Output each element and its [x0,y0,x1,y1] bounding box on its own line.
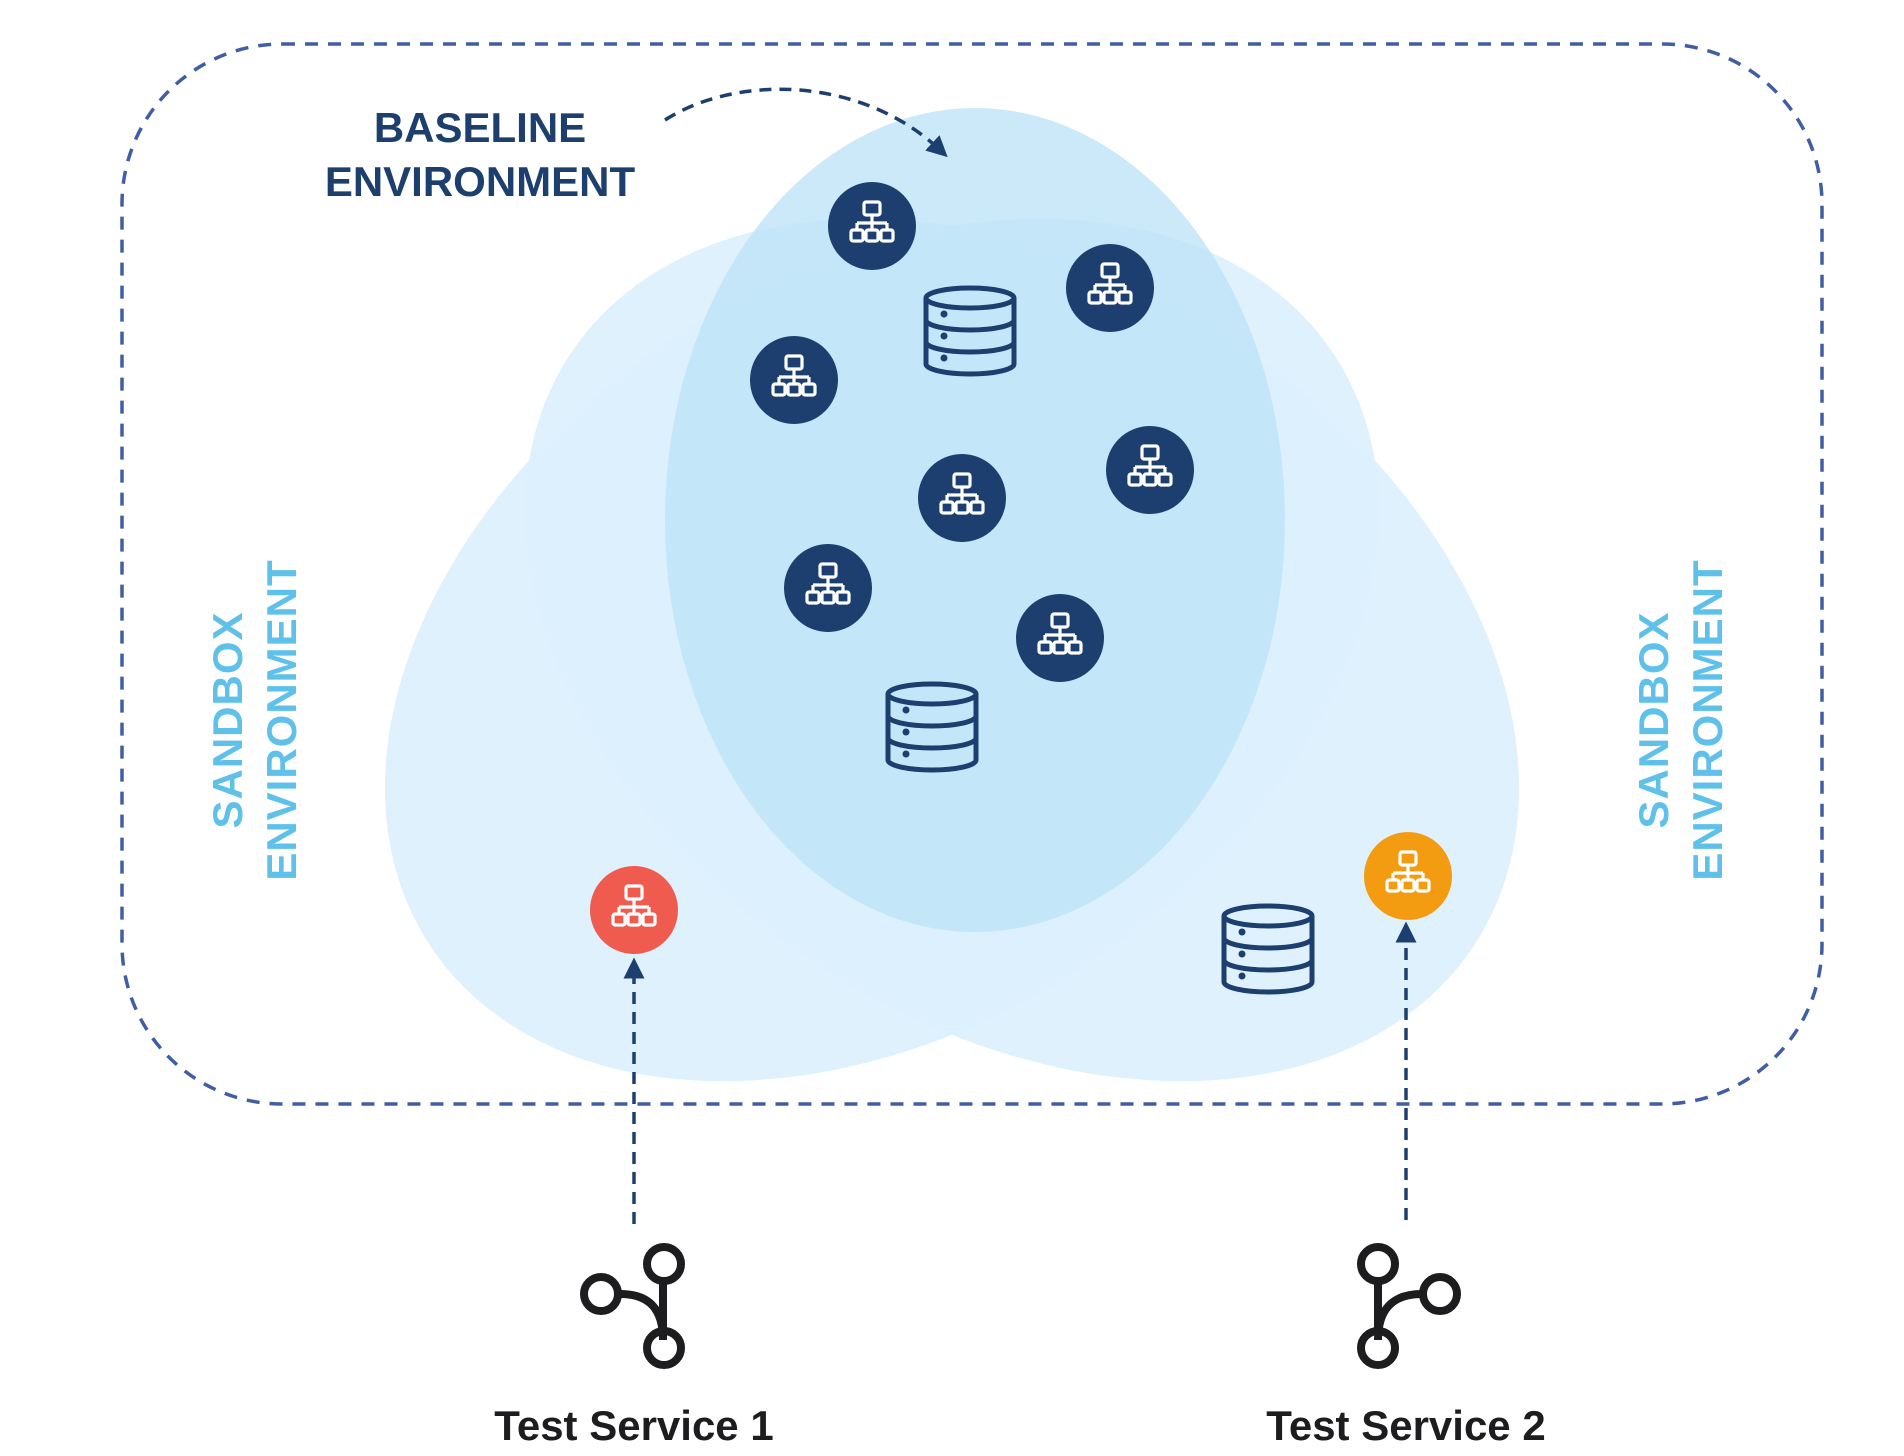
baseline-service-node [828,182,916,270]
baseline-service-node [1016,594,1104,682]
sandbox-left-label-line1: SANDBOX [204,611,251,828]
test-service-1-label: Test Service 1 [494,1402,773,1449]
baseline-service-node [750,336,838,424]
baseline-service-node [1106,426,1194,514]
baseline-label-line1: BASELINE [374,104,586,151]
git-branch-icon [580,1243,685,1369]
baseline-service-node [918,454,1006,542]
red-service-node [590,866,678,954]
baseline-service-node [784,544,872,632]
orange-service-node [1364,832,1452,920]
sandbox-right-label-line1: SANDBOX [1630,611,1677,828]
sandbox-right-label-line2: ENVIRONMENT [1684,559,1731,880]
test-service-2-label: Test Service 2 [1266,1402,1545,1449]
git-branch-icon [1357,1243,1461,1369]
baseline-service-node [1066,244,1154,332]
baseline-label-line2: ENVIRONMENT [325,158,636,205]
outer-boundary [120,42,1824,1106]
sandbox-left-label-line2: ENVIRONMENT [258,559,305,880]
